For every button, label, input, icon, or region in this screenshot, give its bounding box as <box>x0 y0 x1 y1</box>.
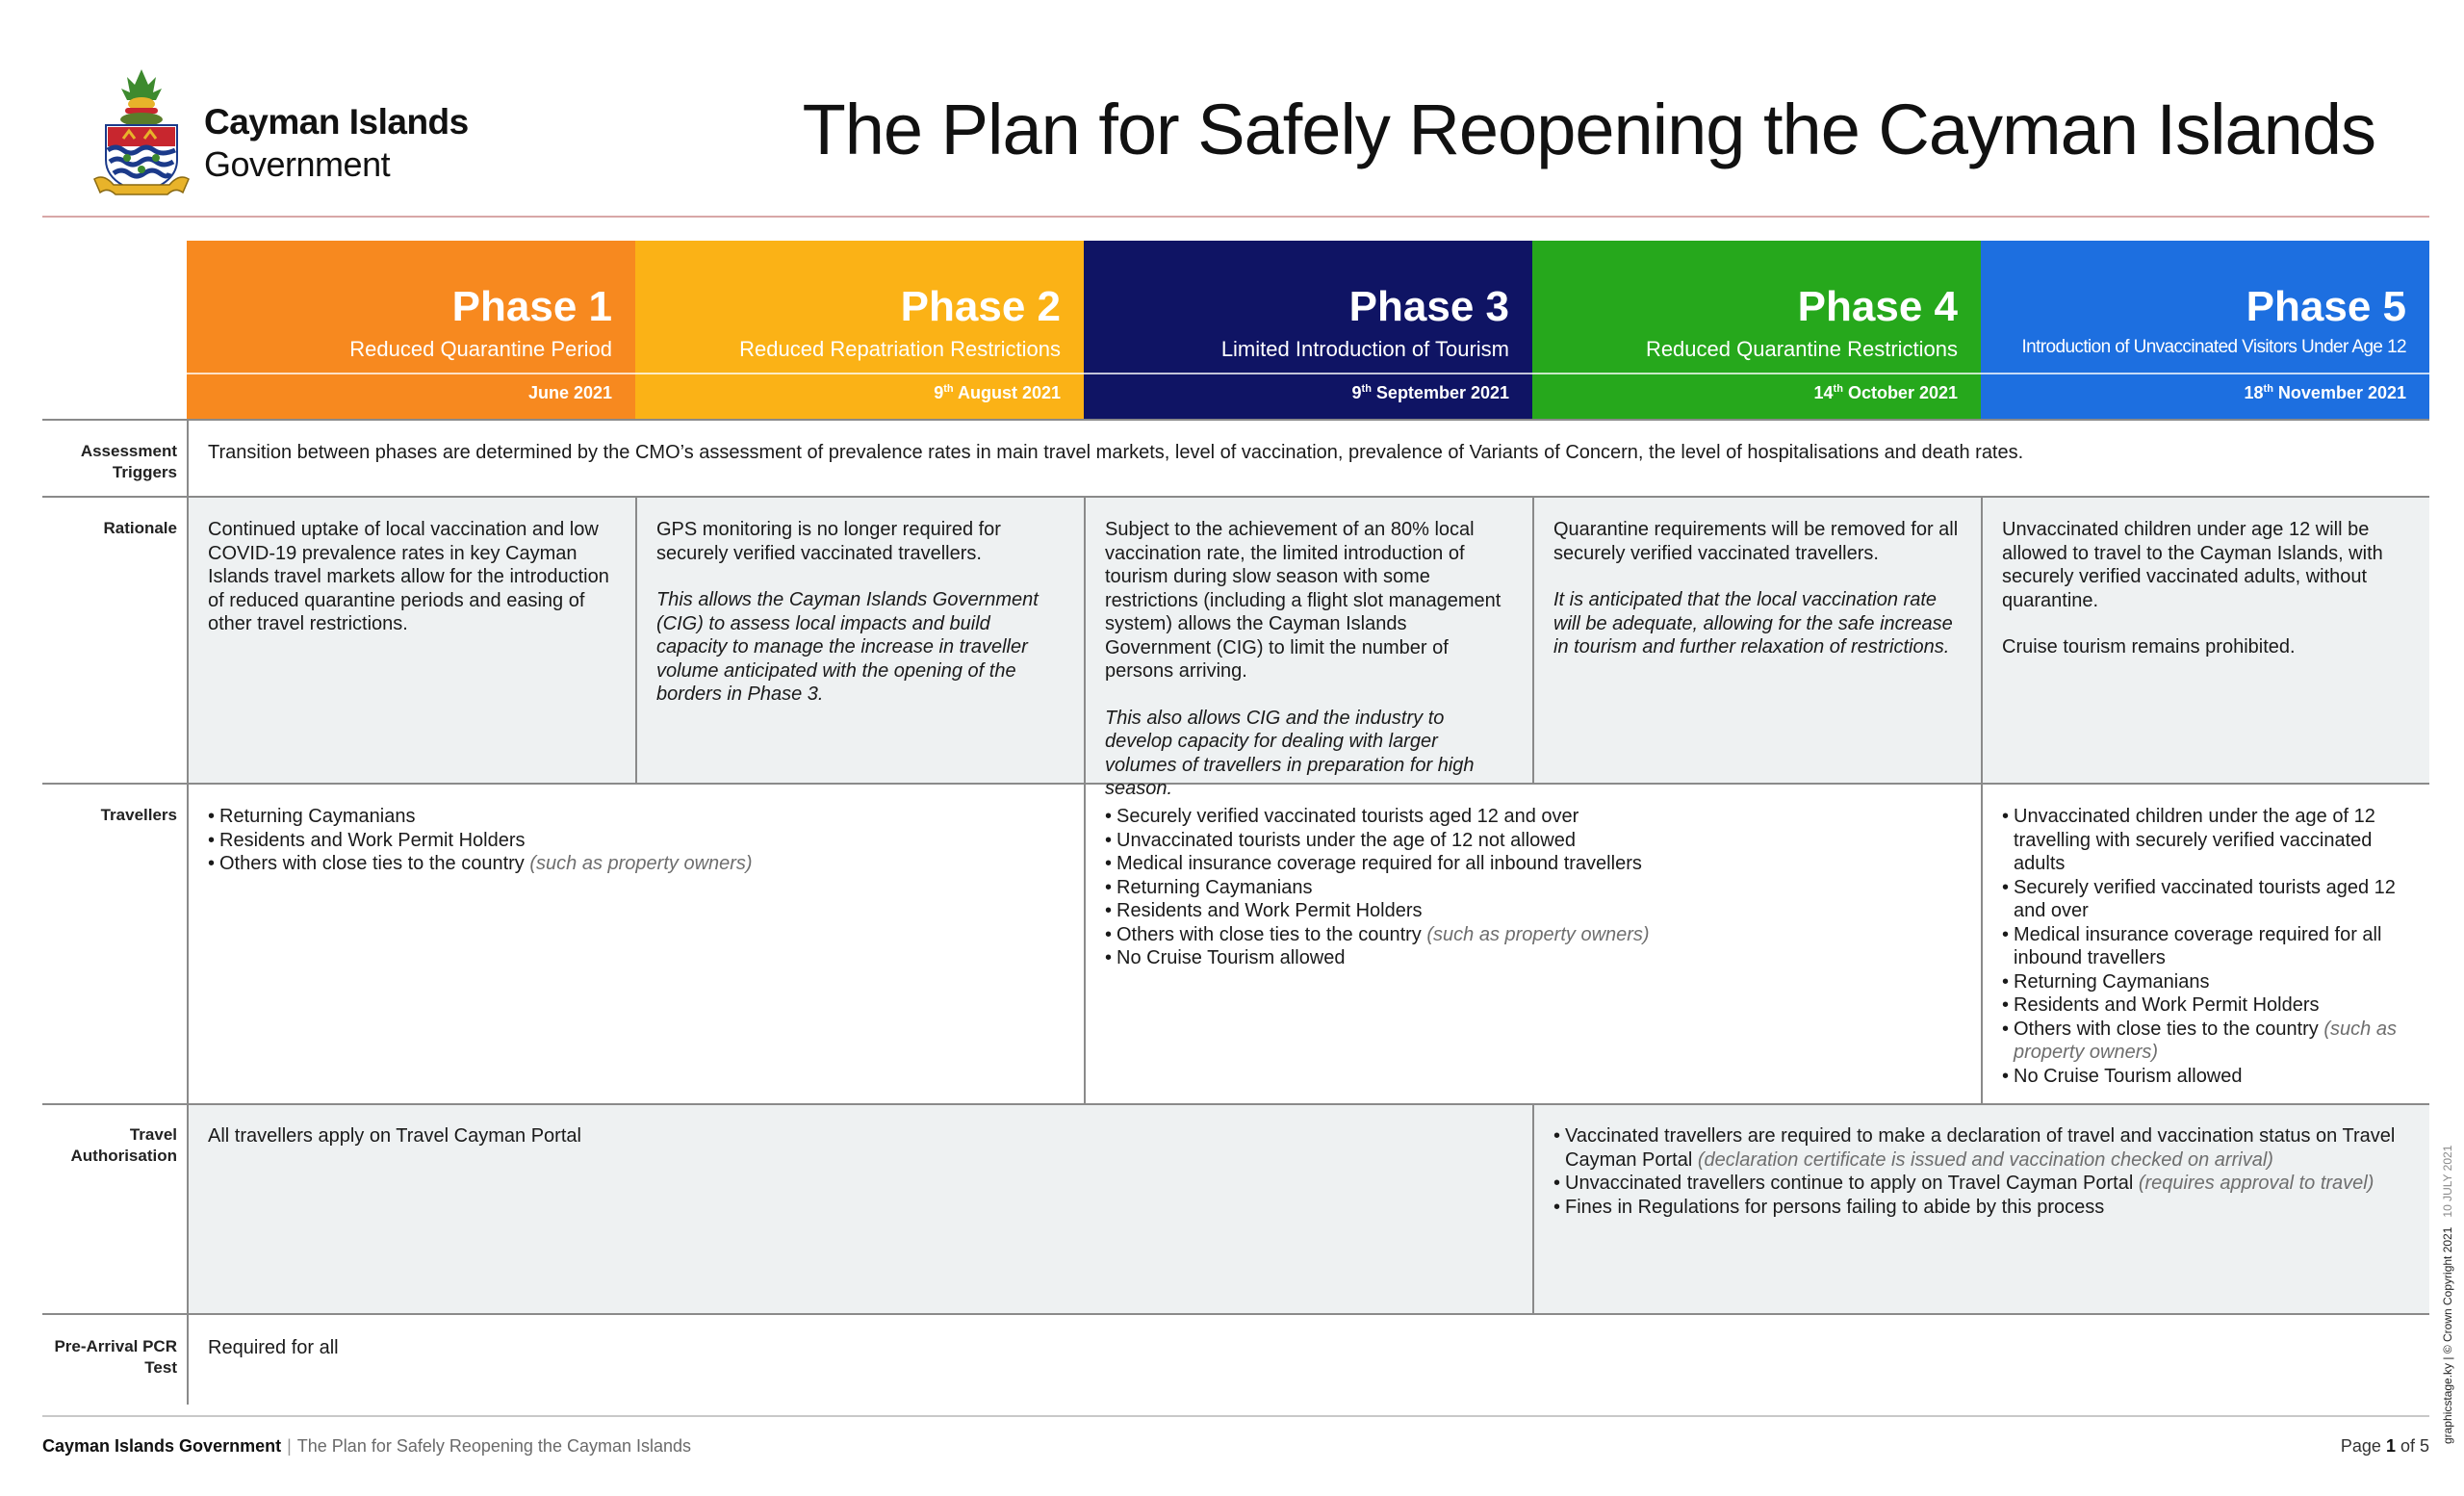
grid-line <box>1532 1103 1534 1313</box>
page-title: The Plan for Safely Reopening the Cayman… <box>802 90 2376 169</box>
phase-date: June 2021 <box>527 383 612 402</box>
authorisation-phase-4-5: Vaccinated travellers are required to ma… <box>1553 1124 2420 1219</box>
list-item: Returning Caymanians <box>1105 876 1962 900</box>
list-item: No Cruise Tourism allowed <box>2002 1065 2426 1089</box>
phase-5-header: Phase 5 Introduction of Unvaccinated Vis… <box>1981 241 2429 420</box>
grid-line <box>1084 496 1086 1103</box>
list-item: Unvaccinated tourists under the age of 1… <box>1105 829 1962 853</box>
rationale-phase-4: Quarantine requirements will be removed … <box>1553 519 1959 658</box>
grid-line <box>187 419 189 1405</box>
rationale-phase-1: Continued uptake of local vaccination an… <box>208 519 609 634</box>
authorisation-phase-1-3: All travellers apply on Travel Cayman Po… <box>208 1125 581 1147</box>
footer-org: Cayman Islands Government <box>42 1436 282 1456</box>
phase-3-header: Phase 3 Limited Introduction of Tourism … <box>1084 241 1532 420</box>
grid-line <box>42 783 2429 785</box>
phase-title: Phase 4 <box>1797 283 1958 330</box>
list-item: Vaccinated travellers are required to ma… <box>1553 1124 2420 1172</box>
travellers-phase-1-2: Returning Caymanians Residents and Work … <box>208 805 1065 876</box>
phase-title: Phase 3 <box>1348 283 1509 330</box>
grid-line <box>1981 496 1983 1103</box>
rationale-phase-3: Subject to the achievement of an 80% loc… <box>1105 519 1502 799</box>
footer-separator: | <box>287 1436 292 1456</box>
phase-date: 9th September 2021 <box>1351 383 1509 402</box>
footer-divider <box>42 1415 2429 1417</box>
list-item: Medical insurance coverage required for … <box>1105 852 1962 876</box>
rationale-phase-5: Unvaccinated children under age 12 will … <box>2002 519 2383 658</box>
phase-subtitle: Introduction of Unvaccinated Visitors Un… <box>2021 337 2406 357</box>
phase-2-header: Phase 2 Reduced Repatriation Restriction… <box>635 241 1084 420</box>
pcr-cell: Required for all <box>208 1337 339 1358</box>
phase-4-header: Phase 4 Reduced Quarantine Restrictions … <box>1532 241 1981 420</box>
list-item: Residents and Work Permit Holders <box>1105 899 1962 923</box>
phase-divider <box>1981 373 2429 374</box>
list-item: Others with close ties to the country (s… <box>2002 1018 2426 1065</box>
footer-document-info: Cayman Islands Government|The Plan for S… <box>42 1436 691 1457</box>
phase-date: 14th October 2021 <box>1813 383 1958 402</box>
list-item: No Cruise Tourism allowed <box>1105 946 1962 970</box>
list-item: Medical insurance coverage required for … <box>2002 923 2426 970</box>
header-divider <box>42 216 2429 218</box>
org-subtitle: Government <box>204 144 391 184</box>
coat-of-arms-icon <box>93 69 190 195</box>
phase-date: 9th August 2021 <box>934 383 1061 402</box>
phase-1-header: Phase 1 Reduced Quarantine Period June 2… <box>187 241 635 420</box>
phase-divider <box>1084 373 1532 374</box>
list-item: Securely verified vaccinated tourists ag… <box>1105 805 1962 829</box>
grid-line <box>42 419 2429 421</box>
row-label-rationale: Rationale <box>103 519 177 537</box>
phase-subtitle: Limited Introduction of Tourism <box>1220 337 1509 361</box>
grid-line <box>42 1313 2429 1315</box>
grid-line <box>1532 496 1534 783</box>
phase-title: Phase 2 <box>900 283 1061 330</box>
grid-line <box>42 496 2429 498</box>
phase-title: Phase 5 <box>2246 283 2406 330</box>
phase-date: 18th November 2021 <box>2244 383 2407 402</box>
list-item: Residents and Work Permit Holders <box>2002 993 2426 1018</box>
phase-subtitle: Reduced Quarantine Restrictions <box>1645 337 1958 361</box>
page-number: Page 1 of 5 <box>2340 1436 2429 1456</box>
rationale-row-background <box>189 498 2429 783</box>
list-item: Returning Caymanians <box>208 805 1065 829</box>
list-item: Residents and Work Permit Holders <box>208 829 1065 853</box>
assessment-cell: Transition between phases are determined… <box>208 442 2024 463</box>
list-item: Others with close ties to the country (s… <box>208 852 1065 876</box>
travellers-phase-3-4: Securely verified vaccinated tourists ag… <box>1105 805 1962 970</box>
grid-line <box>635 496 637 783</box>
list-item: Unvaccinated children under the age of 1… <box>2002 805 2426 876</box>
row-label-travellers: Travellers <box>100 806 177 824</box>
list-item: Securely verified vaccinated tourists ag… <box>2002 876 2426 923</box>
phase-divider <box>635 373 1084 374</box>
government-logo: Cayman Islands Government <box>85 65 489 200</box>
phase-divider <box>1532 373 1981 374</box>
phase-subtitle: Reduced Repatriation Restrictions <box>739 337 1061 361</box>
list-item: Others with close ties to the country (s… <box>1105 923 1962 947</box>
phase-subtitle: Reduced Quarantine Period <box>349 337 612 361</box>
phase-divider <box>187 373 635 374</box>
list-item: Fines in Regulations for persons failing… <box>1553 1196 2420 1220</box>
side-credit: graphicstage.ky | © Crown Copyright 2021… <box>2441 1145 2454 1444</box>
grid-line <box>42 1103 2429 1105</box>
list-item: Returning Caymanians <box>2002 970 2426 994</box>
phase-title: Phase 1 <box>451 283 612 330</box>
list-item: Unvaccinated travellers continue to appl… <box>1553 1172 2420 1196</box>
rationale-phase-2: GPS monitoring is no longer required for… <box>656 519 1039 705</box>
travellers-phase-5: Unvaccinated children under the age of 1… <box>2002 805 2426 1088</box>
org-name: Cayman Islands <box>204 102 469 142</box>
footer-doc-title: The Plan for Safely Reopening the Cayman… <box>296 1436 692 1456</box>
